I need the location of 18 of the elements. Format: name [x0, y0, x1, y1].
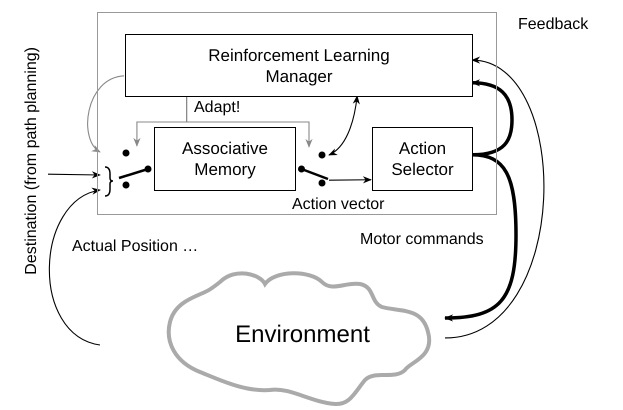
node-label: Environment — [235, 320, 370, 350]
process-box — [125, 34, 473, 97]
process-box — [154, 127, 296, 191]
arrow — [471, 79, 514, 157]
arrow — [329, 176, 372, 184]
process-box — [372, 127, 473, 191]
node-label: Destination (from path planning) — [22, 46, 41, 274]
node-label: Action Selector — [390, 138, 455, 180]
arrow — [87, 75, 124, 153]
arrow — [444, 153, 518, 322]
node-label: Reinforcement Learning Manager — [207, 44, 391, 86]
container-box — [97, 12, 497, 215]
node-label: Associative Memory — [181, 138, 269, 180]
arrow — [48, 171, 101, 178]
arrow — [48, 189, 101, 346]
arrow — [328, 95, 360, 156]
arrow — [444, 58, 544, 339]
arrow — [186, 96, 313, 148]
